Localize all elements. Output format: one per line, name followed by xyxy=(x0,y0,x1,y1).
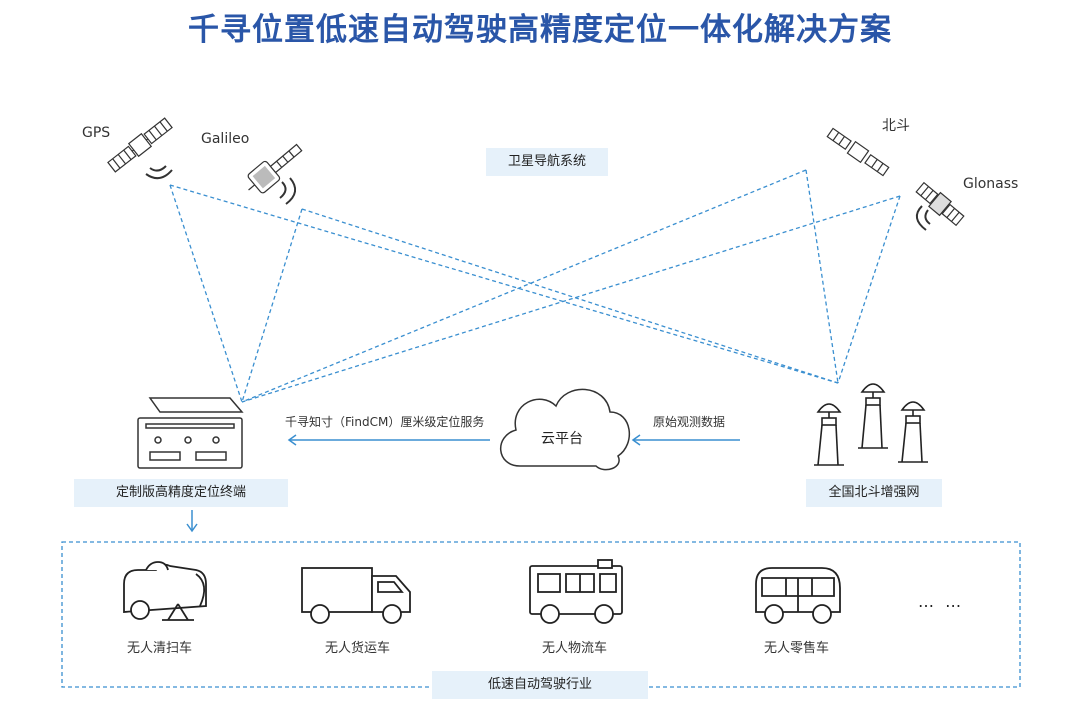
vehicle-label: 无人零售车 xyxy=(764,641,830,656)
service-label: 千寻知寸（FindCM）厘米级定位服务 xyxy=(285,415,485,429)
arrow-to-cloud xyxy=(631,434,740,446)
vehicle-label: 无人物流车 xyxy=(542,641,608,656)
glonass-label: Glonass xyxy=(963,176,1019,192)
raw-data-label: 原始观测数据 xyxy=(653,415,726,429)
beidou-label: 北斗 xyxy=(882,118,910,134)
more-vehicles: … … xyxy=(918,592,965,611)
gps-label: GPS xyxy=(82,125,111,141)
terminal-device-icon xyxy=(137,397,244,469)
signal-lines xyxy=(169,169,901,403)
satellite-icon xyxy=(107,117,173,173)
bus-icon xyxy=(755,567,841,624)
vehicle-label: 无人清扫车 xyxy=(127,641,193,656)
satellite-icon xyxy=(826,127,890,177)
vehicle-label: 无人货运车 xyxy=(325,641,391,656)
arrow-down xyxy=(186,510,198,533)
arrow-to-terminal xyxy=(287,434,490,446)
satellite-system-label: 卫星导航系统 xyxy=(486,148,608,176)
logistics-van-icon xyxy=(529,559,623,624)
signal-icon xyxy=(279,177,297,205)
satellite-icon xyxy=(247,143,303,194)
sweeper-icon xyxy=(123,561,207,621)
satellite-icon xyxy=(915,181,965,227)
signal-icon xyxy=(145,165,173,180)
galileo-label: Galileo xyxy=(201,131,250,147)
terminal-label: 定制版高精度定位终端 xyxy=(74,479,288,507)
cloud-label: 云平台 xyxy=(541,431,583,447)
page-title: 千寻位置低速自动驾驶高精度定位一体化解决方案 xyxy=(188,12,892,48)
antenna-icon xyxy=(814,403,844,466)
truck-icon xyxy=(301,567,411,624)
cloud-icon xyxy=(499,388,631,471)
signal-icon xyxy=(915,205,931,231)
antenna-icon xyxy=(858,383,888,449)
antenna-icon xyxy=(898,401,928,463)
network-label: 全国北斗增强网 xyxy=(806,479,942,507)
industry-label: 低速自动驾驶行业 xyxy=(432,671,648,699)
